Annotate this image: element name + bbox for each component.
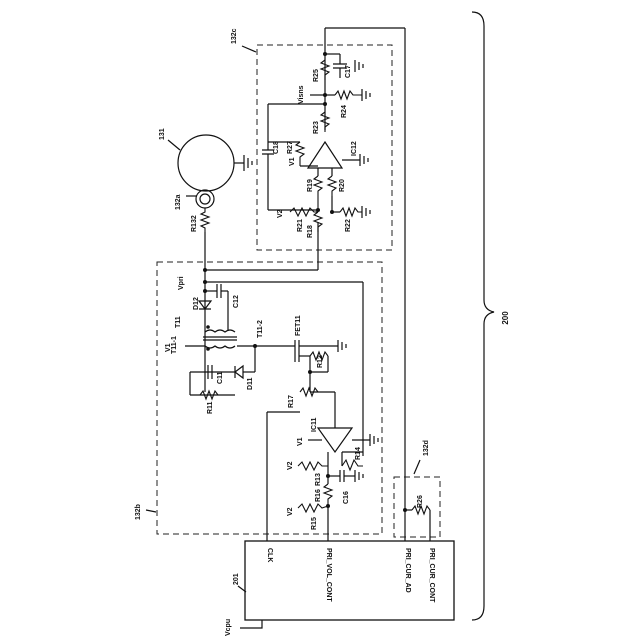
- r13-label: R13: [315, 473, 322, 486]
- visns-label: Visns: [298, 85, 305, 104]
- ground-icon-r22: [362, 206, 370, 218]
- coil-ground-icon: [244, 155, 252, 171]
- ground-icon-c17: [355, 60, 363, 72]
- c16-label: C16: [343, 491, 350, 504]
- ground-icon-ic11: [370, 434, 378, 446]
- v1-label-ic11: V1: [297, 437, 304, 446]
- resistor-r24: [335, 91, 362, 99]
- resistor-r15: [298, 504, 328, 512]
- resistor-r18: [314, 212, 322, 232]
- capacitor-c16: [340, 470, 344, 482]
- c11-label: C11: [217, 371, 224, 384]
- sensor-132a-label: 132a: [175, 194, 182, 210]
- pin-clk-label: CLK: [266, 548, 273, 562]
- block-132d-label: 132d: [423, 440, 430, 456]
- r24-label: R24: [341, 105, 348, 118]
- r25-label: R25: [313, 69, 320, 82]
- t11-2-label: T11-2: [257, 320, 264, 338]
- c18-label: C18: [273, 141, 280, 154]
- sensor-132a-inner: [200, 194, 210, 204]
- r21-label: R21: [297, 219, 304, 232]
- coil-ref-label: 131: [159, 128, 166, 140]
- r17-label: R17: [288, 395, 295, 408]
- r12-label: R12: [317, 355, 324, 368]
- transformer-t11-secondary: [205, 346, 235, 348]
- pin-pri-vol-cont-label: PRI_VOL_CONT: [325, 548, 332, 602]
- t11-1-label: T11-1: [171, 336, 178, 354]
- resistor-r27: [296, 142, 304, 166]
- v2-label-ic11: V2: [287, 461, 294, 470]
- pin-pri-cur-cont-label: PRI_CUR_CONT: [428, 548, 435, 603]
- c17-label: C17: [345, 65, 352, 78]
- controller-ref-label: 201: [233, 573, 240, 585]
- controller-201: [245, 541, 454, 620]
- r27-label: R27: [287, 141, 294, 154]
- opamp-ic12: [308, 142, 342, 168]
- r18-label: R18: [307, 225, 314, 238]
- system-brace: [472, 12, 494, 620]
- r26-label: R26: [417, 495, 424, 508]
- v2-label-ic12: V2: [277, 209, 284, 218]
- v1-label-t11: V1: [165, 343, 172, 352]
- block-132b-label: 132b: [135, 504, 142, 520]
- opamp-ic11: [318, 428, 352, 452]
- r20-label: R20: [339, 179, 346, 192]
- coil-131: [178, 135, 234, 191]
- r23-label: R23: [313, 121, 320, 134]
- v1-label-ic12: V1: [289, 157, 296, 166]
- resistor-r132: [201, 208, 209, 232]
- resistor-r14: [342, 460, 363, 470]
- r22-label: R22: [345, 219, 352, 232]
- resistor-r22: [340, 208, 362, 216]
- c12-label: C12: [233, 295, 240, 308]
- capacitor-c12: [217, 284, 221, 298]
- ground-icon-c16: [355, 470, 363, 482]
- sensor-132a-outer: [196, 190, 214, 208]
- v2-label-r15: V2: [287, 507, 294, 516]
- transformer-t11-primary: [205, 330, 235, 332]
- fet11-label: FET11: [295, 315, 302, 336]
- r14-label: R14: [355, 447, 362, 460]
- resistor-r19: [314, 176, 322, 208]
- t11-label: T11: [175, 316, 182, 328]
- vcpu-label: Vcpu: [225, 619, 232, 636]
- r132-label: R132: [191, 215, 198, 232]
- ic12-label: IC12: [351, 141, 358, 156]
- d11-label: D11: [247, 377, 254, 390]
- diode-d11: [235, 366, 243, 378]
- ground-icon-fet: [338, 340, 346, 352]
- ic11-label: IC11: [311, 417, 318, 432]
- block-132c-label: 132c: [231, 28, 238, 44]
- vcpu-wire: [240, 620, 262, 628]
- r11-label: R11: [207, 401, 214, 414]
- d12-label: D12: [193, 297, 200, 310]
- resistor-r20: [328, 176, 336, 196]
- ground-icon-r24: [362, 89, 370, 101]
- system-ref-label: 200: [501, 311, 510, 325]
- ground-icon-ic12: [360, 154, 368, 166]
- resistor-r16: [324, 484, 332, 506]
- r16-label: R16: [315, 489, 322, 502]
- r15-label: R15: [311, 517, 318, 530]
- resistor-r13: [298, 462, 328, 470]
- vpri-label: Vpri: [178, 276, 185, 290]
- r19-label: R19: [307, 179, 314, 192]
- pin-pri-cur-ad-label: PRI_CUR_AD: [404, 548, 411, 593]
